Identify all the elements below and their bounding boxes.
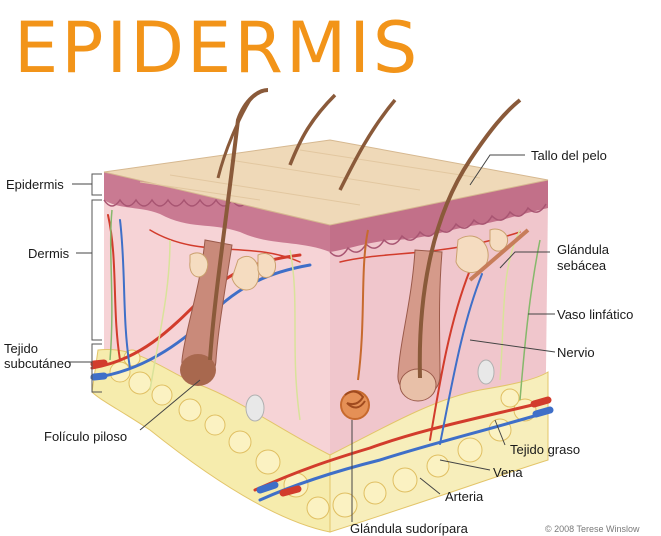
label-tejido-subcutaneo-line1: Tejido [4, 341, 38, 356]
hair-follicle-right [397, 98, 530, 402]
epidermis-band-right [330, 180, 548, 252]
epidermis-band-front [104, 172, 330, 252]
copyright-credit: © 2008 Terese Winslow [545, 524, 640, 534]
label-foliculo-piloso: Folículo piloso [44, 429, 128, 444]
label-tejido-subcutaneo-line2: subcutáneo [4, 356, 72, 371]
label-glandula-sebacea-line1: Glándula [557, 242, 610, 257]
label-glandula-sebacea-line2: sebácea [557, 258, 607, 273]
hair-shaft-top-1 [288, 93, 337, 166]
skin-surface [103, 139, 549, 226]
pacinian-corpuscle-right [477, 359, 495, 385]
label-glandula-sudoripara: Glándula sudorípara [350, 521, 468, 536]
label-nervio: Nervio [557, 345, 595, 360]
hair-follicle-left [180, 88, 277, 386]
label-dermis: Dermis [28, 246, 70, 261]
label-tallo-del-pelo: Tallo del pelo [531, 148, 607, 163]
label-arteria: Arteria [445, 489, 484, 504]
label-epidermis: Epidermis [6, 177, 64, 192]
label-vena: Vena [493, 465, 523, 480]
hair-shaft-top-2 [338, 98, 397, 191]
pacinian-corpuscle-left [245, 394, 265, 422]
sweat-gland [340, 229, 370, 420]
leader-lines [68, 154, 556, 522]
label-vaso-linfatico: Vaso linfático [557, 307, 634, 322]
hair-shaft-top-3 [216, 99, 252, 179]
label-tejido-graso: Tejido graso [510, 442, 581, 457]
page-title: EPIDERMIS [14, 7, 421, 89]
